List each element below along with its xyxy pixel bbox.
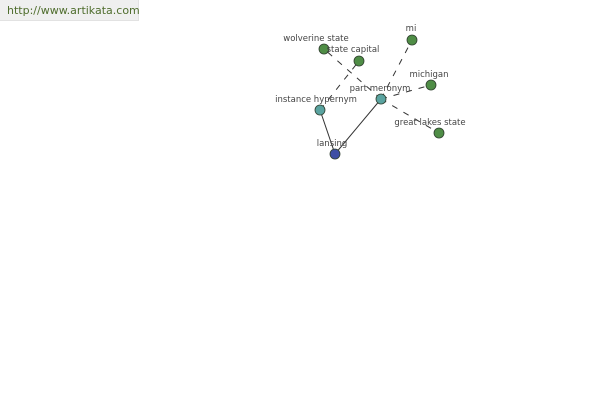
node-part-meronym[interactable] (375, 93, 387, 105)
edge-lansing-to-instance-hypernym (319, 109, 336, 155)
node-label-michigan: michigan (409, 70, 448, 80)
node-wolverine-state[interactable] (318, 43, 330, 55)
node-label-state-capital: state capital (327, 45, 380, 55)
node-instance-hypernym[interactable] (314, 104, 326, 116)
node-mi[interactable] (406, 34, 418, 46)
edge-part-meronym-to-great-lakes-state (380, 98, 440, 134)
node-label-wolverine-state: wolverine state (283, 34, 348, 44)
node-label-instance-hypernym: instance hypernym (275, 95, 357, 105)
edge-part-meronym-to-michigan (380, 84, 432, 100)
node-label-lansing: lansing (317, 139, 348, 149)
node-great-lakes-state[interactable] (433, 127, 445, 139)
edge-instance-hypernym-to-state-capital (319, 60, 360, 111)
node-label-great-lakes-state: great lakes state (394, 118, 465, 128)
edge-part-meronym-to-mi (380, 39, 413, 100)
node-lansing[interactable] (329, 148, 341, 160)
node-label-mi: mi (406, 24, 417, 34)
node-state-capital[interactable] (353, 55, 365, 67)
edge-lansing-to-part-meronym (334, 98, 382, 155)
edges-layer (319, 39, 440, 155)
source-link[interactable]: http://www.artikata.com (7, 4, 140, 17)
node-label-part-meronym: part meronym (350, 84, 411, 94)
nodes-layer (314, 34, 445, 160)
source-banner: http://www.artikata.com (0, 0, 140, 21)
node-michigan[interactable] (425, 79, 437, 91)
